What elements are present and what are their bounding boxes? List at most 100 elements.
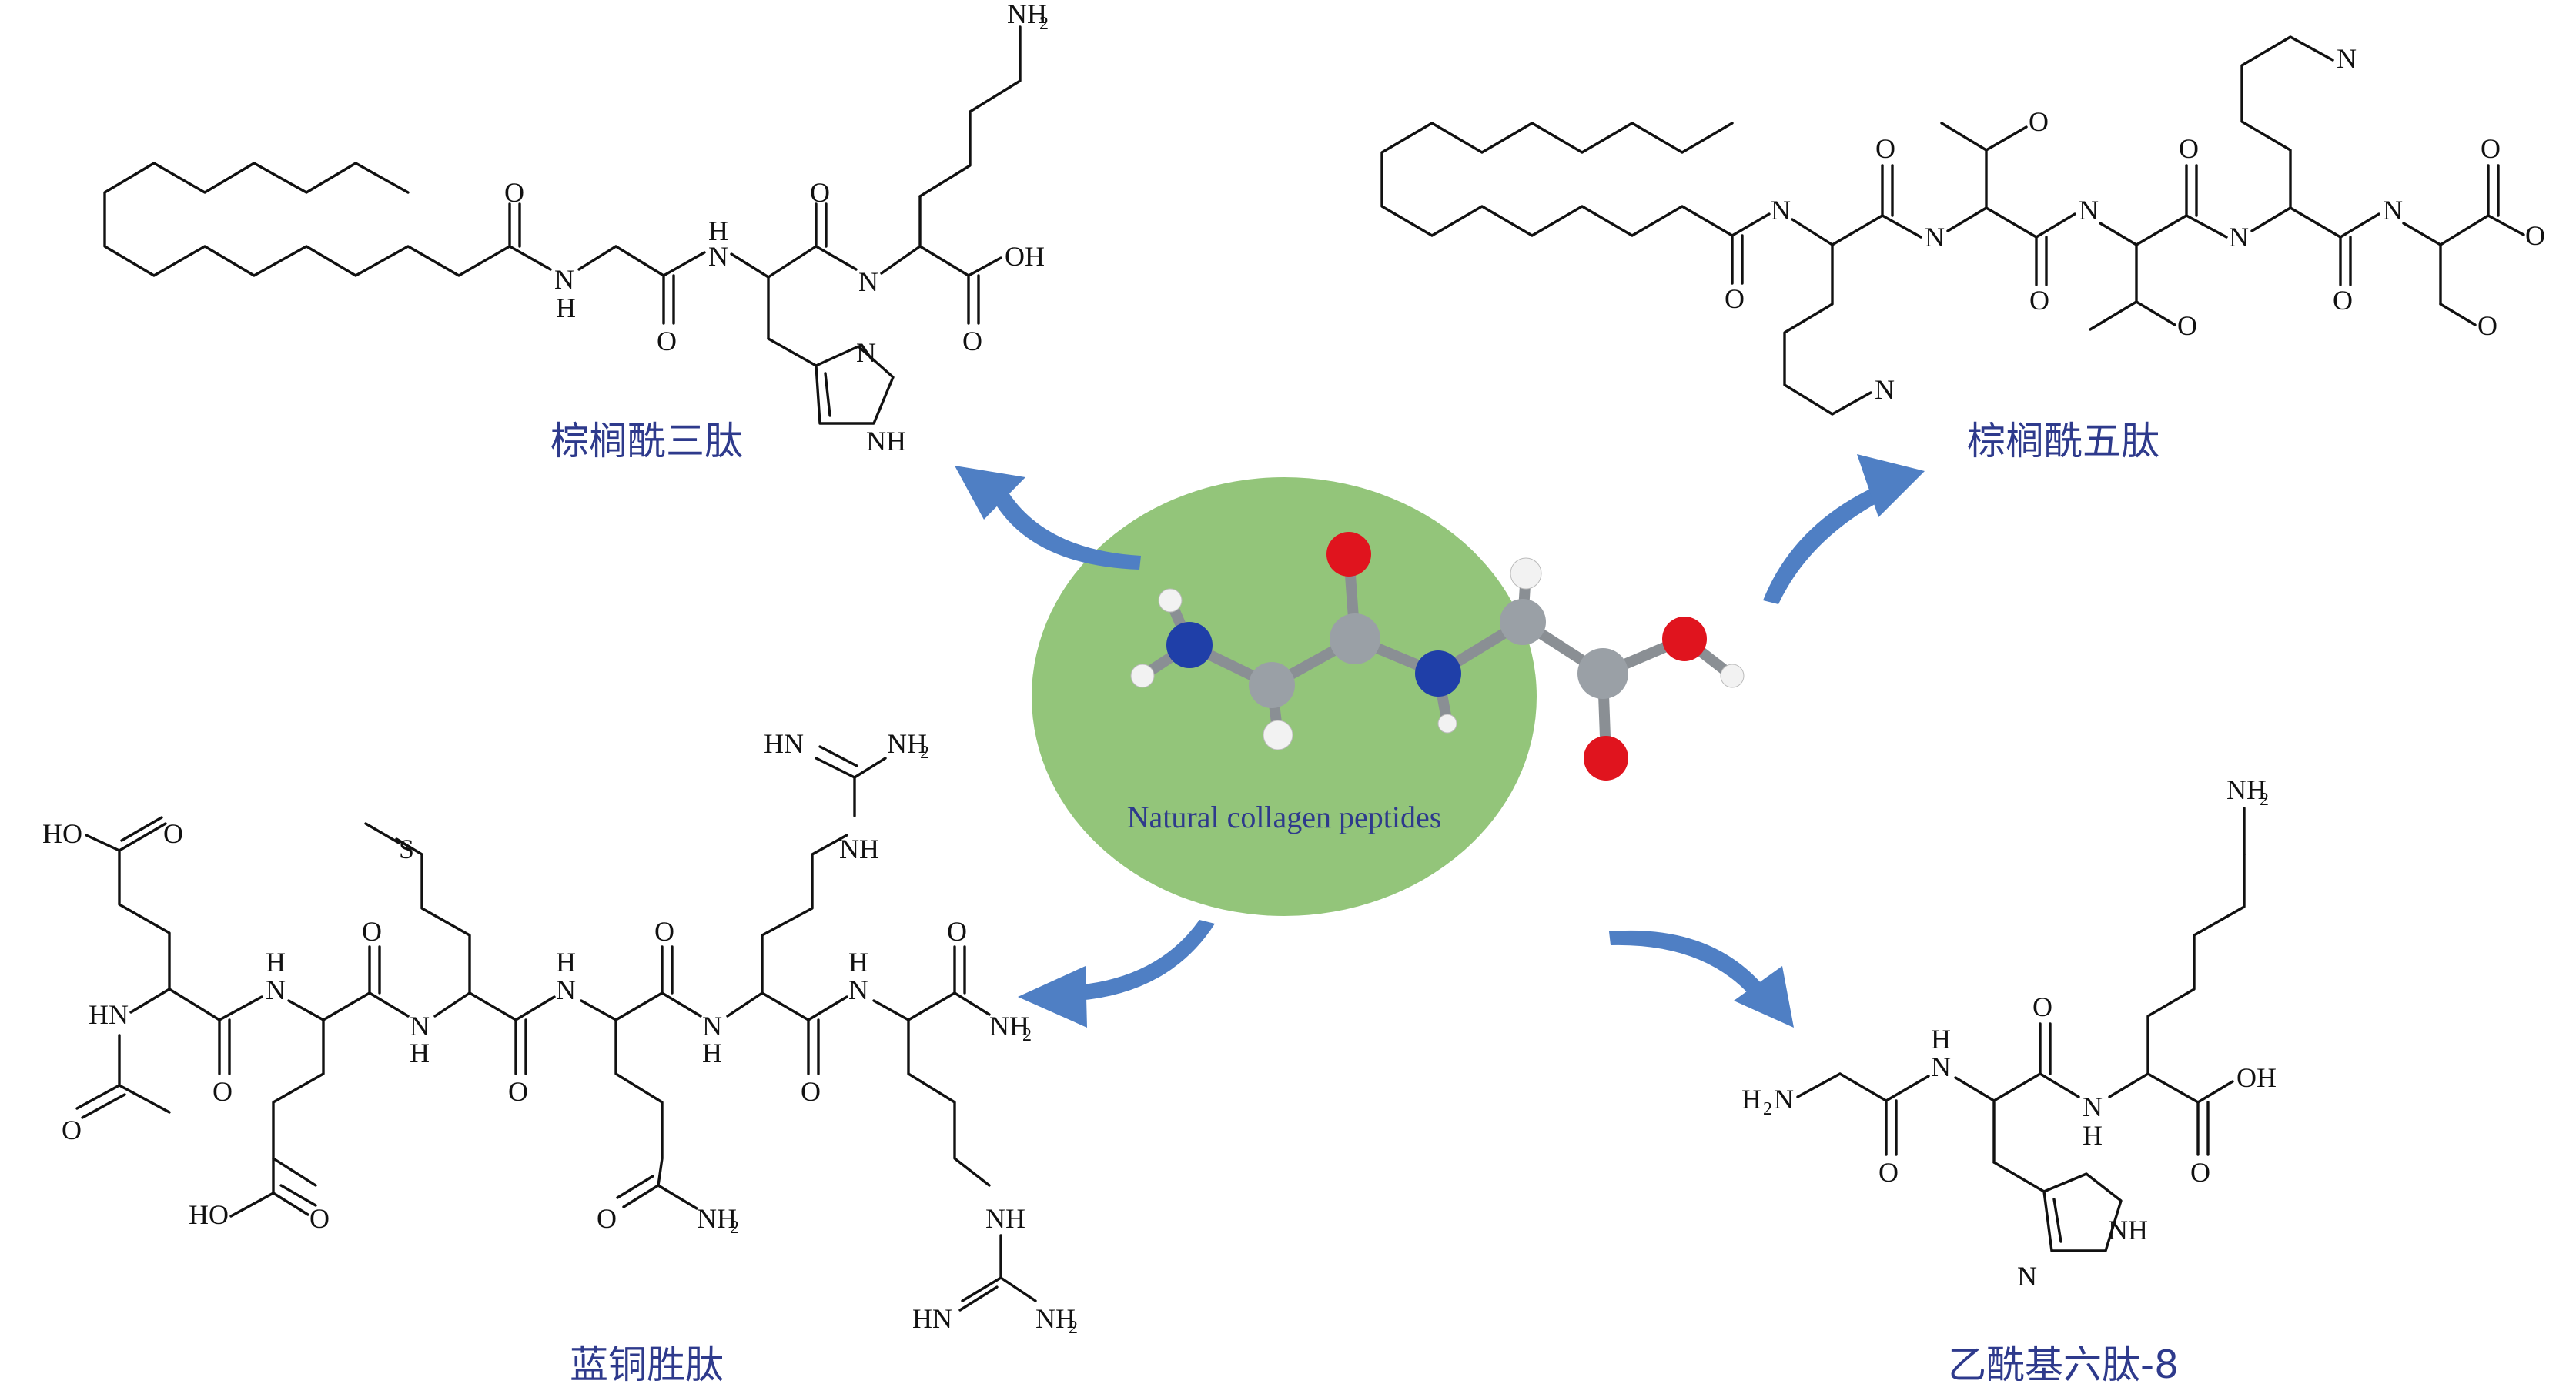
atom-carbon bbox=[1500, 599, 1546, 645]
center-caption: Natural collagen peptides bbox=[1127, 800, 1442, 834]
atom-carbon bbox=[1577, 648, 1628, 699]
amine-label: NH bbox=[2226, 774, 2267, 805]
structure-acetyl-hexapeptide-8: H 2 N O H N NH N O N H NH 2 OH bbox=[1741, 774, 2277, 1387]
nitrogen-label: N bbox=[708, 241, 728, 272]
atom-carbon bbox=[1330, 613, 1380, 664]
oxygen-label: O bbox=[1878, 1157, 1899, 1188]
amine-label: NH bbox=[989, 1011, 1029, 1041]
hydroxyl-label: HO bbox=[189, 1199, 229, 1230]
oxygen-label: O bbox=[212, 1076, 233, 1107]
center-molecule-group: Natural collagen peptides bbox=[1032, 477, 1745, 916]
hydrogen-label: H bbox=[410, 1038, 430, 1068]
nitrogen-label: N bbox=[856, 337, 876, 368]
caption-acetyl-hexapeptide-8: 乙酰基六肽-8 bbox=[1948, 1342, 2179, 1387]
arrowhead-bottom-right bbox=[1734, 966, 1794, 1028]
nitrogen-label: N bbox=[1925, 222, 1945, 252]
subscript: 2 bbox=[1069, 1318, 1078, 1338]
nitrogen-label: N bbox=[848, 974, 868, 1005]
hydroxyl-label: OH bbox=[2236, 1062, 2277, 1093]
nitrogen-label: N bbox=[2229, 222, 2249, 252]
sulfur-label: S bbox=[399, 834, 414, 864]
oxygen-label: O bbox=[654, 916, 674, 947]
arrows bbox=[955, 454, 1925, 1028]
subscript: 2 bbox=[1039, 14, 1049, 34]
amide-label: NH bbox=[839, 834, 879, 864]
oxygen-label: O bbox=[2481, 133, 2501, 164]
imidazole-nh-label: NH bbox=[2108, 1215, 2148, 1245]
hydrogen-label: H bbox=[556, 947, 576, 978]
caption-palmitoyl-pentapeptide: 棕榈酰五肽 bbox=[1967, 419, 2159, 463]
imine-label: HN bbox=[764, 728, 804, 759]
hydrogen-label: H bbox=[1931, 1024, 1951, 1055]
nitrogen-label: N bbox=[2083, 1091, 2103, 1122]
nitrogen-label: N bbox=[2079, 195, 2099, 226]
amine-label: NH bbox=[1035, 1303, 1076, 1334]
amine-label: H bbox=[1741, 1084, 1761, 1115]
oxygen-label: O bbox=[1875, 133, 1895, 164]
oxygen-label: O bbox=[2525, 220, 2545, 251]
hydrogen-label: H bbox=[848, 947, 868, 978]
imine-label: HN bbox=[912, 1303, 952, 1334]
oxygen-label: O bbox=[508, 1076, 528, 1107]
atom-hydrogen bbox=[1437, 714, 1457, 734]
amide-label: NH bbox=[985, 1203, 1025, 1234]
oxygen-label: O bbox=[2190, 1157, 2210, 1188]
oxygen-label: O bbox=[962, 326, 982, 356]
atom-hydrogen bbox=[1720, 664, 1745, 688]
nitrogen-label: N bbox=[266, 974, 286, 1005]
atom-oxygen bbox=[1662, 617, 1707, 661]
oxygen-label: O bbox=[163, 818, 183, 849]
oxygen-label: O bbox=[2477, 310, 2497, 341]
subscript: 2 bbox=[920, 743, 929, 763]
amine-label: NH bbox=[887, 728, 927, 759]
nitrogen-label: N bbox=[702, 1011, 722, 1041]
hydrogen-label: H bbox=[702, 1038, 722, 1068]
oxygen-label: O bbox=[1725, 283, 1745, 314]
nitrogen-label: N bbox=[2337, 43, 2357, 74]
caption-palmitoyl-tripeptide: 棕榈酰三肽 bbox=[550, 419, 743, 463]
subscript: 2 bbox=[2260, 790, 2269, 810]
atom-oxygen bbox=[1326, 532, 1371, 577]
amine-label: N bbox=[1774, 1084, 1794, 1115]
oxygen-label: O bbox=[62, 1115, 82, 1145]
oxygen-label: O bbox=[2029, 285, 2049, 316]
nitrogen-label: N bbox=[2383, 195, 2403, 226]
arrowhead-top-right bbox=[1857, 454, 1925, 517]
nitrogen-label: N bbox=[1931, 1051, 1951, 1082]
nitrogen-label: N bbox=[410, 1011, 430, 1041]
oxygen-label: O bbox=[2029, 106, 2049, 137]
subscript: 2 bbox=[1022, 1025, 1032, 1045]
structure-palmitoyl-tripeptide: O N H O H N O N NH 2 OH O N bbox=[103, 0, 1049, 463]
oxygen-label: O bbox=[362, 916, 382, 947]
nitrogen-label: N bbox=[1771, 195, 1791, 226]
amine-label: NH bbox=[697, 1203, 737, 1234]
arrow-to-bottom-right bbox=[1609, 930, 1763, 995]
atom-nitrogen bbox=[1166, 622, 1213, 668]
oxygen-label: O bbox=[2177, 310, 2197, 341]
atom-hydrogen bbox=[1263, 720, 1293, 750]
nitrogen-label: N bbox=[858, 266, 878, 297]
oxygen-label: O bbox=[657, 326, 677, 356]
oxygen-label: O bbox=[309, 1203, 330, 1234]
hydroxyl-label: HO bbox=[42, 818, 82, 849]
imidazole-nh-label: NH bbox=[866, 426, 906, 456]
atom-nitrogen bbox=[1415, 650, 1461, 697]
structure-copper-peptide: HO O HN O O H N HO O O N H bbox=[42, 728, 1078, 1387]
arrow-to-top-left bbox=[993, 493, 1141, 570]
nitrogen-label: N bbox=[1875, 374, 1895, 405]
atom-hydrogen bbox=[1158, 588, 1183, 613]
hydrogen-label: H bbox=[556, 293, 576, 323]
amide-label: HN bbox=[89, 999, 129, 1030]
arrowhead-top-left bbox=[955, 466, 1025, 520]
arrow-to-bottom-left bbox=[1076, 920, 1215, 1001]
oxygen-label: O bbox=[2179, 133, 2199, 164]
nitrogen-label: N bbox=[554, 264, 574, 295]
nitrogen-label: N bbox=[2017, 1261, 2037, 1292]
subscript: 2 bbox=[1763, 1099, 1772, 1119]
hydrogen-label: H bbox=[708, 216, 728, 246]
oxygen-label: O bbox=[801, 1076, 821, 1107]
structure-palmitoyl-pentapeptide: O N N O N O O N O O N bbox=[1380, 35, 2545, 463]
hydrogen-label: H bbox=[2083, 1120, 2103, 1151]
hydroxyl-label: OH bbox=[1005, 241, 1045, 272]
